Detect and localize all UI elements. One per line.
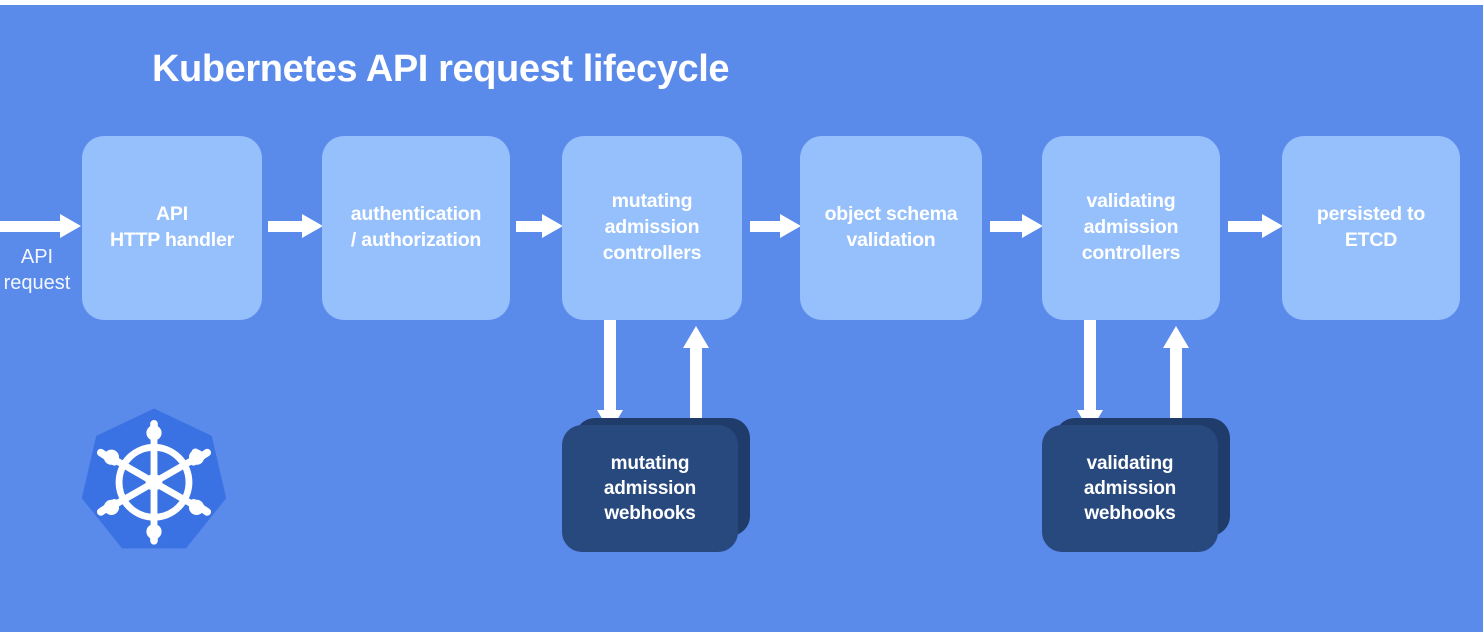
stage-api-http-handler[interactable]: API HTTP handler [82, 136, 262, 320]
arrow-head [302, 214, 323, 238]
arrow-handler-to-auth [268, 214, 324, 238]
arrow-auth-to-mutating [516, 214, 564, 238]
arrow-shaft [1084, 320, 1096, 410]
arrow-shaft [1228, 221, 1264, 232]
page-title: Kubernetes API request lifecycle [152, 48, 730, 90]
api-request-label: API request [3, 246, 71, 294]
stage-label: mutating admission controllers [602, 190, 702, 264]
arrow-shaft [750, 221, 782, 232]
stage-label: persisted to ETCD [1316, 203, 1426, 251]
arrow-head [1262, 214, 1283, 238]
arrow-shaft [0, 221, 62, 232]
arrow-head [780, 214, 801, 238]
webhook-stack-mutating[interactable]: mutating admission webhooks [562, 418, 752, 554]
webhook-card-front[interactable]: mutating admission webhooks [562, 425, 738, 552]
arrow-head [1163, 326, 1189, 348]
stage-label: authentication / authorization [350, 203, 482, 251]
arrow-validating-to-etcd [1228, 214, 1284, 238]
arrow-down-to-mutating-webhooks [597, 320, 623, 432]
webhook-label: mutating admission webhooks [603, 452, 697, 525]
arrow-down-to-validating-webhooks [1077, 320, 1103, 432]
arrow-shaft [990, 221, 1024, 232]
stage-object-schema-validation[interactable]: object schema validation [800, 136, 982, 320]
arrow-schema-to-validating [990, 214, 1044, 238]
arrow-shaft [604, 320, 616, 410]
arrow-shaft [516, 221, 544, 232]
arrow-into-api-http-handler [0, 214, 82, 238]
stage-label: API HTTP handler [109, 203, 234, 251]
stage-label: object schema validation [824, 203, 958, 251]
arrow-head [683, 326, 709, 348]
arrow-mutating-to-schema [750, 214, 802, 238]
stage-persisted-to-etcd[interactable]: persisted to ETCD [1282, 136, 1460, 320]
arrow-head [1022, 214, 1043, 238]
webhook-card-front[interactable]: validating admission webhooks [1042, 425, 1218, 552]
stage-mutating-admission-controllers[interactable]: mutating admission controllers [562, 136, 742, 320]
stage-validating-admission-controllers[interactable]: validating admission controllers [1042, 136, 1220, 320]
arrow-shaft [268, 221, 304, 232]
arrow-head [60, 214, 81, 238]
webhook-label: validating admission webhooks [1083, 452, 1177, 525]
stage-authentication-authorization[interactable]: authentication / authorization [322, 136, 510, 320]
arrow-head [542, 214, 563, 238]
webhook-stack-validating[interactable]: validating admission webhooks [1042, 418, 1232, 554]
kubernetes-logo [78, 400, 230, 560]
stage-label: validating admission controllers [1081, 190, 1181, 264]
